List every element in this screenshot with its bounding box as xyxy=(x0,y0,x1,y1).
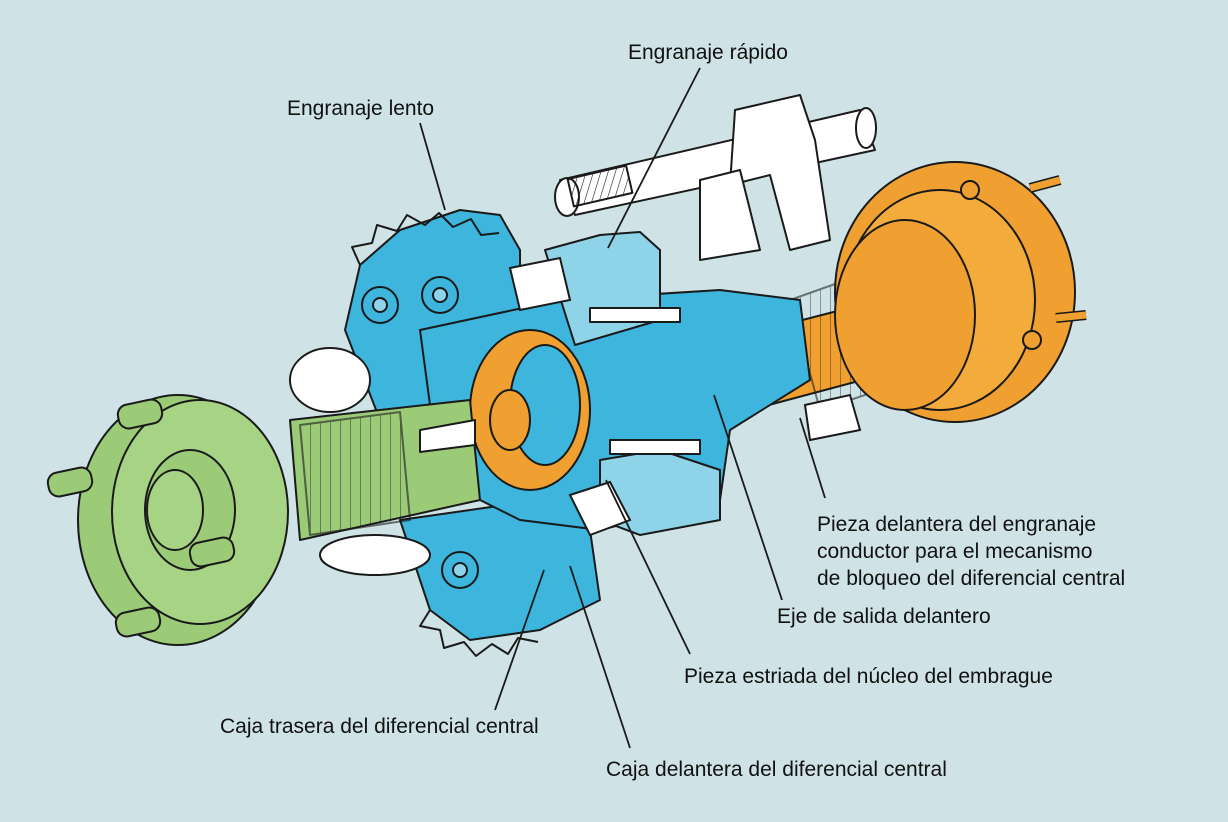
leader-lines xyxy=(419,67,826,749)
label-fast-gear: Engranaje rápido xyxy=(628,41,788,64)
rear-output-flange xyxy=(46,394,481,646)
leader-drive-gear-piece xyxy=(799,417,826,499)
label-front-output-shaft: Eje de salida delantero xyxy=(777,605,991,628)
differential-bevel-gear xyxy=(469,329,591,491)
label-slow-gear: Engranaje lento xyxy=(287,97,435,120)
gear-bolts xyxy=(361,276,479,589)
leader-clutch-hub-spline xyxy=(605,479,691,655)
label-front-center-diff-case: Caja delantera del diferencial central xyxy=(606,758,947,781)
leader-front-output-shaft xyxy=(713,394,783,601)
label-rear-center-diff-case: Caja trasera del diferencial central xyxy=(220,715,539,738)
bearings xyxy=(289,256,862,576)
label-clutch-hub-spline: Pieza estriada del núcleo del embrague xyxy=(684,665,1053,688)
leader-fast-gear xyxy=(607,67,701,249)
leader-front-diff-case xyxy=(569,565,631,749)
label-drive-gear-piece: Pieza delantera del engranaje conductor … xyxy=(817,513,1126,590)
leader-rear-diff-case xyxy=(494,569,545,711)
leader-slow-gear xyxy=(419,122,446,211)
